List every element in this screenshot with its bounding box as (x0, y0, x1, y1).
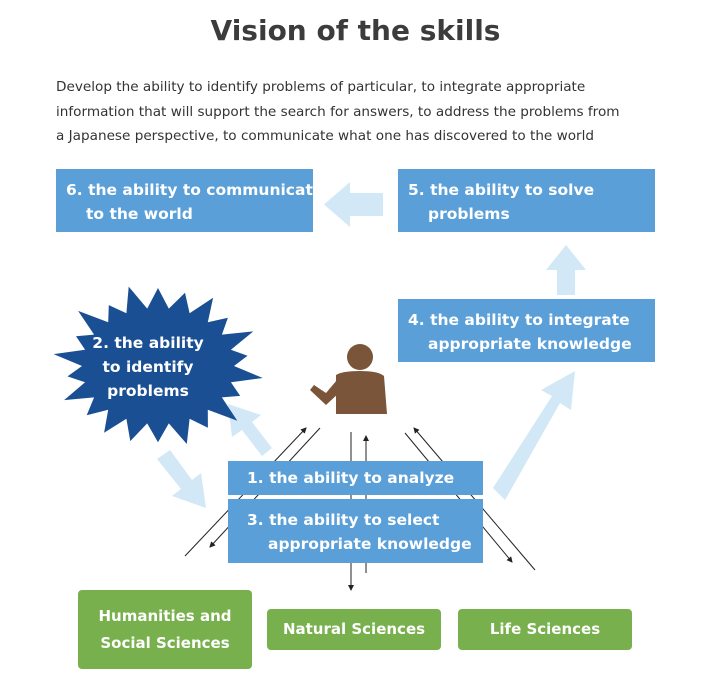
field-life-sciences: Life Sciences (458, 609, 632, 650)
field-natural-line-1: Natural Sciences (282, 620, 426, 638)
ability-3-line-2: appropriate knowledge (268, 535, 472, 553)
ability-4-box: 4. the ability to integrate appropriate … (398, 299, 655, 362)
ability-2-line-3: problems (107, 382, 189, 400)
ability-3-line-1: 3. the ability to select (247, 511, 440, 529)
problem-burst (53, 286, 263, 444)
ability-2-line-2: to identify (102, 358, 194, 376)
arrow-1-to-2 (228, 404, 272, 456)
ability-3-box: 3. the ability to select appropriate kno… (228, 499, 483, 563)
ability-2-label: 2. the ability to identify problems (88, 331, 208, 403)
field-life-line-1: Life Sciences (489, 620, 601, 638)
ability-2-line-1: 2. the ability (92, 334, 204, 352)
ability-5-line-2: problems (428, 205, 510, 223)
ability-5-line-1: 5. the ability to solve (408, 181, 595, 199)
intro-line-2: information that will support the search… (56, 103, 620, 120)
arrow-5-to-6 (324, 182, 383, 227)
ability-6-box: 6. the ability to communicate to the wor… (56, 169, 324, 232)
ability-6-line-1: 6. the ability to communicate (66, 181, 324, 199)
intro-line-1: Develop the ability to identify problems… (56, 79, 586, 95)
field-humanities-line-1: Humanities and (98, 606, 232, 625)
arrow-2-to-1 (157, 450, 206, 508)
intro-line-3: a Japanese perspective, to communicate w… (56, 128, 595, 144)
arrow-4-to-5 (546, 245, 586, 295)
person-figure (310, 344, 387, 414)
ability-6-line-2: to the world (86, 205, 193, 223)
field-humanities: Humanities and Social Sciences (78, 590, 252, 669)
field-natural-sciences: Natural Sciences (267, 609, 441, 650)
arrow-1-to-4 (493, 371, 575, 500)
field-humanities-line-2: Social Sciences (100, 633, 230, 652)
ability-1-box: 1. the ability to analyze (228, 461, 483, 495)
ability-5-box: 5. the ability to solve problems (398, 169, 655, 232)
ability-4-line-1: 4. the ability to integrate (408, 311, 630, 329)
ability-1-line-1: 1. the ability to analyze (247, 469, 455, 487)
intro-text: Develop the ability to identify problems… (56, 75, 676, 149)
page-title: Vision of the skills (210, 14, 501, 47)
ability-4-line-2: appropriate knowledge (428, 335, 632, 353)
